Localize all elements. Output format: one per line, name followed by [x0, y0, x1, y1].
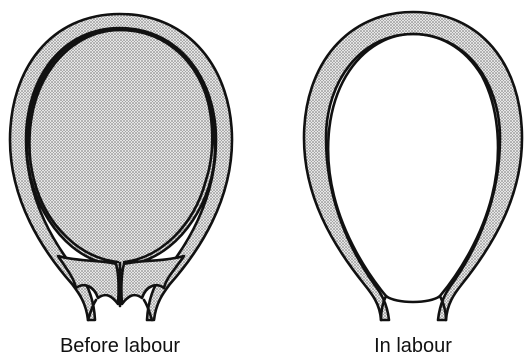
before-labour-diagram: Before labour	[10, 14, 232, 357]
in-labour-uterine-wall	[304, 12, 522, 320]
before-labour-caption: Before labour	[60, 335, 180, 357]
in-labour-diagram: In labour	[304, 12, 522, 357]
in-labour-caption: In labour	[374, 335, 452, 357]
in-labour-open-os	[386, 296, 440, 302]
